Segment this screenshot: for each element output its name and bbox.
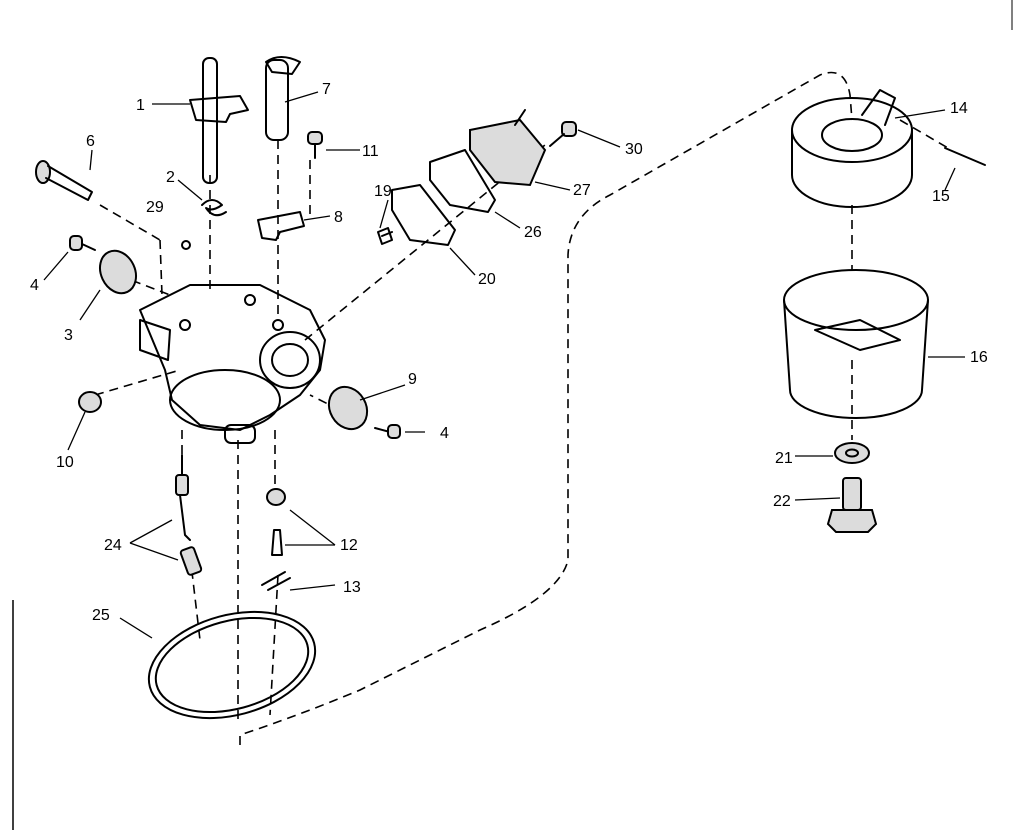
part-12-needle-seat [266,488,286,556]
callout-1: 1 [136,97,145,114]
assembly-outline [239,71,853,745]
callout-22: 22 [773,493,791,510]
callout-8: 8 [334,209,343,226]
part-9-choke-plate [327,385,369,431]
carburetor-body [139,284,326,444]
part-26-diaphragm [429,149,496,213]
callout-4-lower: 4 [440,425,449,442]
part-27-pump-cover [469,118,547,187]
callout-2: 2 [166,169,175,186]
part-11-screw [307,131,323,159]
callout-26: 26 [524,224,542,241]
callout-24: 24 [104,537,122,554]
callout-27: 27 [573,182,591,199]
part-13-clip [261,571,291,591]
callout-15: 15 [932,188,950,205]
part-4-screw-upper [69,235,96,251]
callout-9: 9 [408,371,417,388]
callout-4-upper: 4 [30,277,39,294]
part-2-spring [201,199,227,217]
callout-14: 14 [950,100,968,117]
part-4-screw-lower [374,424,401,439]
callout-21: 21 [775,450,793,467]
part-10-plug [78,391,102,413]
callout-11: 11 [362,143,379,160]
part-29-ball [181,240,191,250]
part-20-gasket [391,184,456,246]
part-14-float [791,89,913,208]
callout-20: 20 [478,271,496,288]
callout-6: 6 [86,133,95,150]
callout-25: 25 [92,607,110,624]
callout-30: 30 [625,141,643,158]
callout-13: 13 [343,579,361,596]
part-3-throttle-plate [99,249,137,295]
part-19-spring [377,227,393,245]
part-16-float-bowl [783,269,929,419]
part-30-screw [549,121,577,147]
callout-12: 12 [340,537,358,554]
callout-29: 29 [146,199,164,216]
part-24-fuel-jet [175,454,203,576]
part-25-gasket-ring [147,610,317,720]
part-6-screw [35,160,93,201]
callout-16: 16 [970,349,988,366]
callout-10: 10 [56,454,74,471]
exploded-view-dash-lines [94,119,949,720]
callout-7: 7 [322,81,331,98]
callout-19: 19 [374,183,392,200]
part-22-bowl-bolt [826,477,878,533]
callout-3: 3 [64,327,73,344]
part-1-throttle-shaft [189,57,249,184]
part-21-washer [834,442,870,464]
part-7-choke-shaft [265,56,301,141]
leader-lines [43,91,965,639]
part-15-float-pin [944,147,986,166]
part-8-bracket [257,211,305,241]
